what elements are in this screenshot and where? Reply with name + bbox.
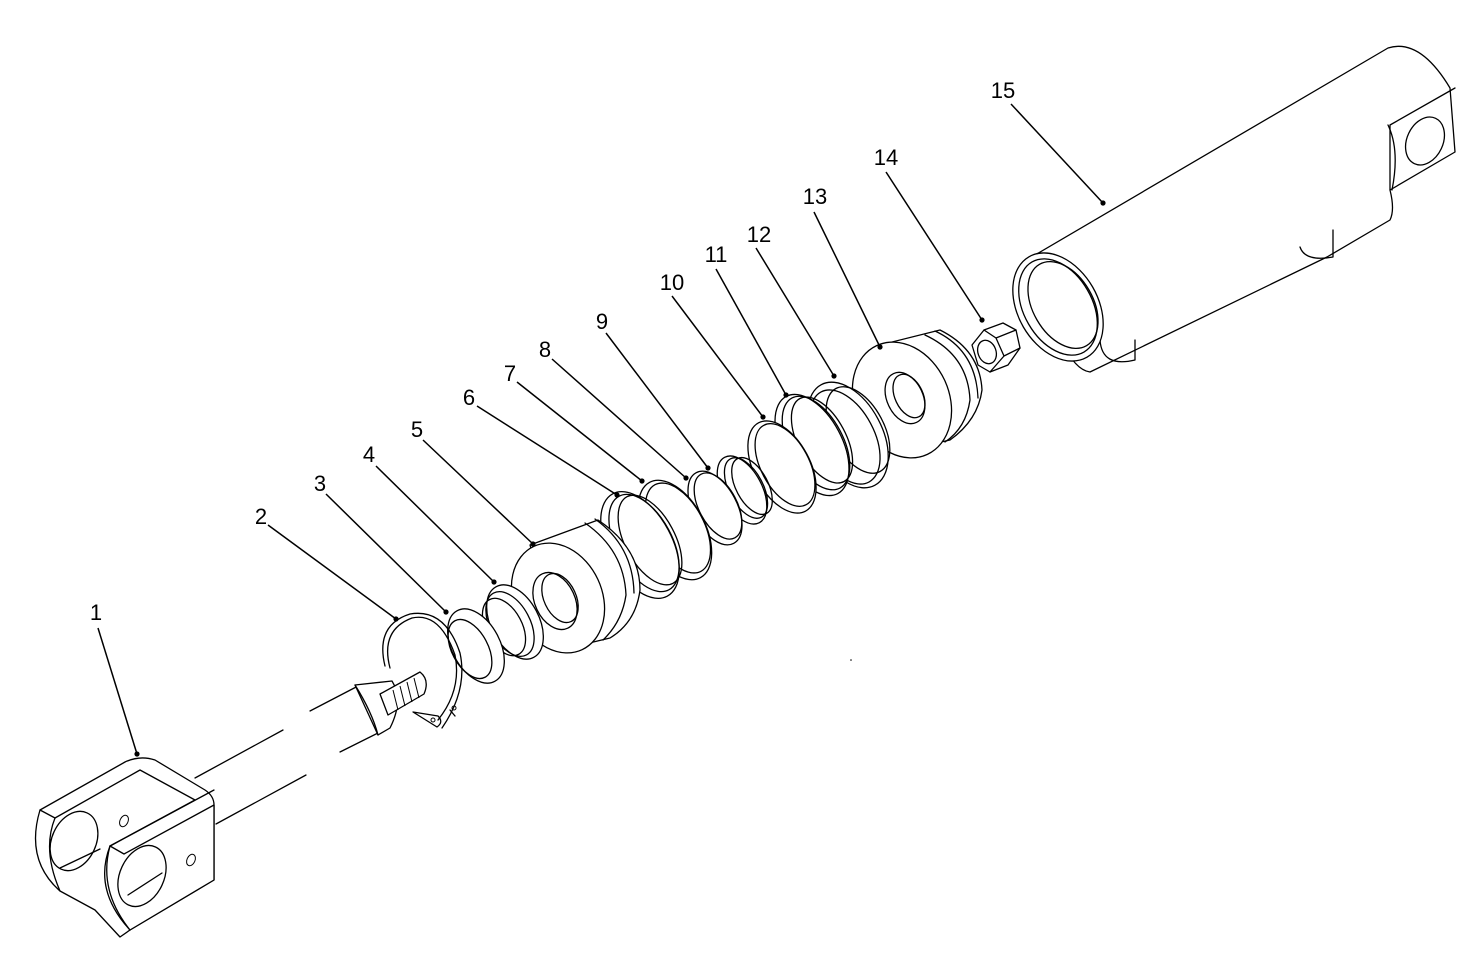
- callout-13: 13: [802, 184, 828, 209]
- callout-4: 4: [362, 442, 376, 467]
- callout-11: 11: [704, 242, 728, 267]
- callout-14: 14: [873, 145, 899, 170]
- callout-2: 2: [254, 504, 268, 529]
- callout-12: 12: [746, 222, 772, 247]
- callout-9: 9: [595, 309, 609, 334]
- callout-15: 15: [990, 78, 1016, 103]
- leader-dots: [134, 200, 1106, 757]
- callout-6: 6: [462, 385, 476, 410]
- part-15-cylinder-barrel: [1012, 45, 1456, 373]
- leader-lines: [97, 103, 1104, 755]
- part-14-lock-nut: [971, 322, 1021, 373]
- part-1-clevis: [34, 757, 215, 938]
- part-1-rod: [194, 671, 427, 825]
- callout-1: 1: [89, 600, 103, 625]
- part-4-rod-seal: [481, 584, 544, 660]
- callout-3: 3: [313, 471, 327, 496]
- callout-10: 10: [659, 270, 685, 295]
- part-2-snap-ring: [382, 612, 463, 729]
- callout-7: 7: [503, 361, 517, 386]
- callout-8: 8: [538, 337, 552, 362]
- stray-mark: [850, 659, 852, 661]
- callout-5: 5: [410, 417, 424, 442]
